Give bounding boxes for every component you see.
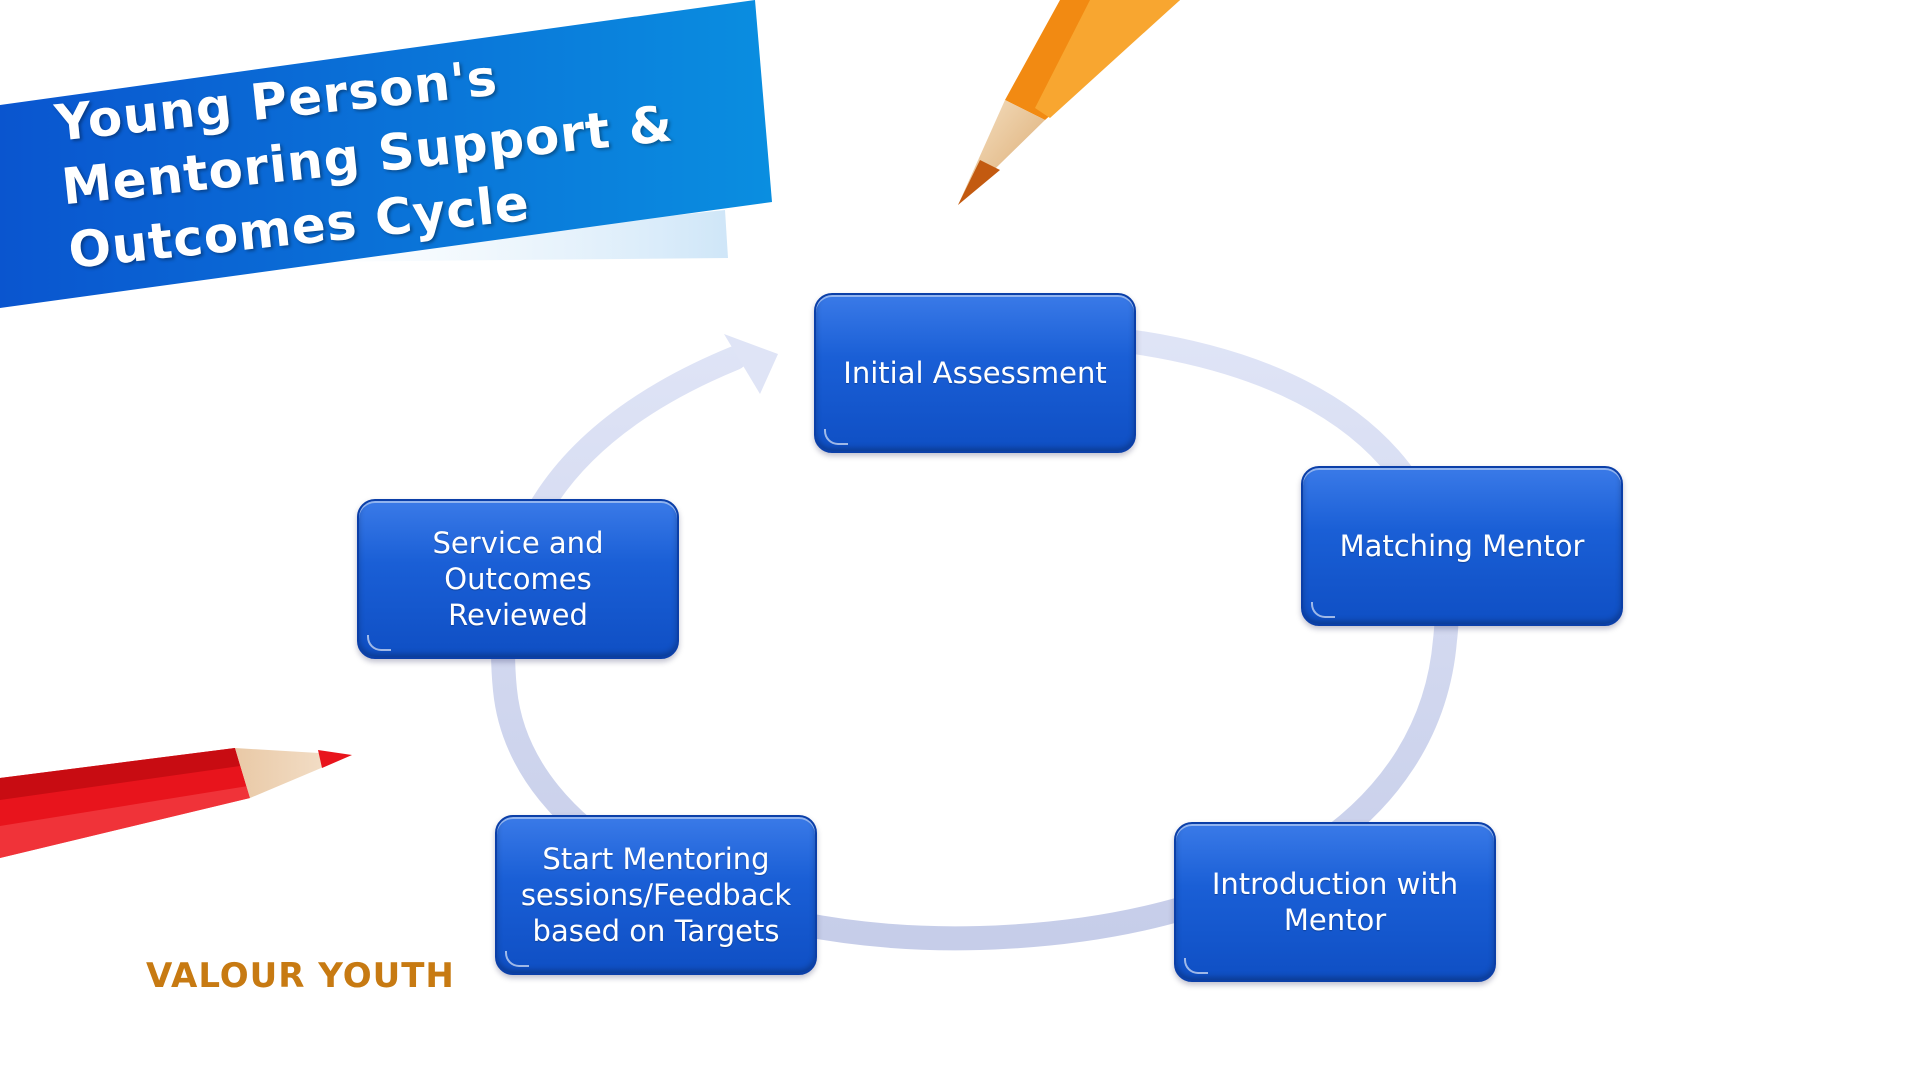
step-label: Initial Assessment [843,356,1107,390]
step-label: Matching Mentor [1339,529,1585,563]
step-label: Start Mentoring sessions/Feedback based … [520,842,792,948]
step-label: Service and Outcomes Reviewed [432,526,604,632]
step-label: Introduction with Mentor [1211,867,1459,937]
step-introduction-with-mentor: Introduction with Mentor [1174,822,1496,982]
step-start-mentoring-sessions: Start Mentoring sessions/Feedback based … [495,815,817,975]
step-service-outcomes-reviewed: Service and Outcomes Reviewed [357,499,679,659]
orange-pencil-icon [958,0,1180,205]
title-banner [0,0,772,308]
step-matching-mentor: Matching Mentor [1301,466,1623,626]
step-initial-assessment: Initial Assessment [814,293,1136,453]
red-pencil-icon [0,748,352,858]
brand-label: VALOUR YOUTH [146,956,455,996]
